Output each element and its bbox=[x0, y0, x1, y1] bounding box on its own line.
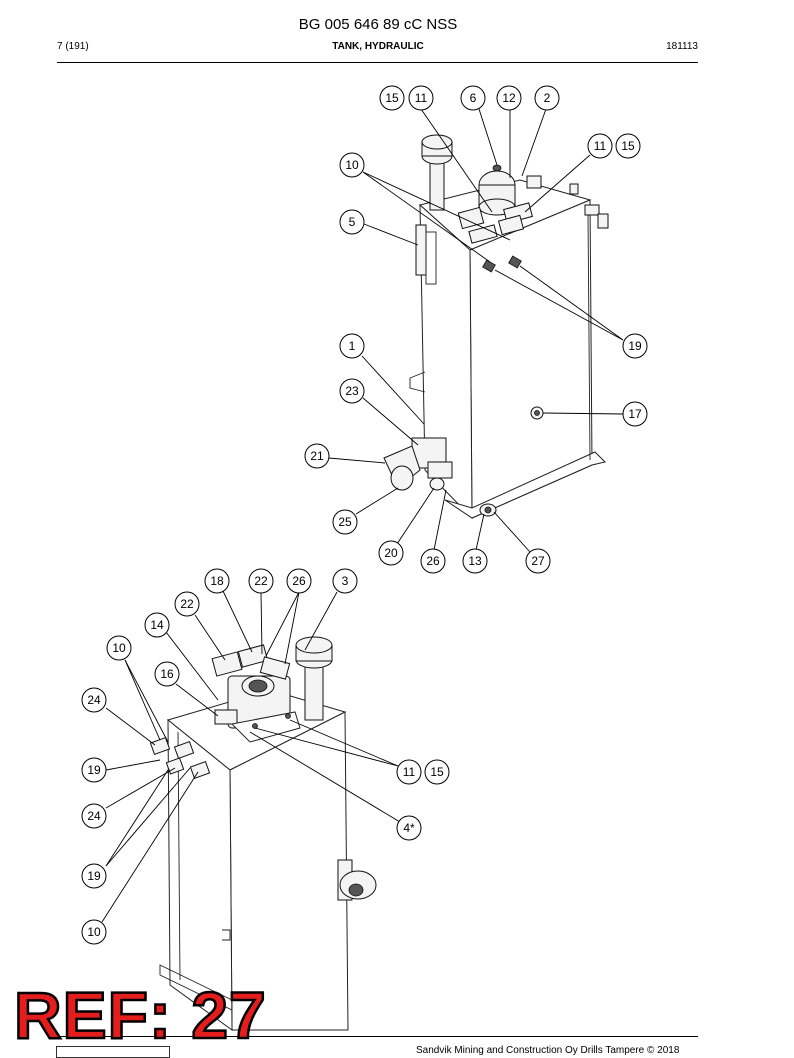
callout-balloon: 15 bbox=[379, 85, 405, 111]
svg-text:22: 22 bbox=[180, 597, 194, 611]
callouts-lower: 18 22 26 3 22 14 10 16 24 19 11 15 24 4*… bbox=[81, 568, 450, 945]
upper-hydraulic-tank bbox=[383, 134, 609, 520]
svg-text:17: 17 bbox=[628, 407, 642, 421]
date-code: 181113 bbox=[666, 41, 698, 52]
svg-text:16: 16 bbox=[160, 667, 174, 681]
svg-text:6: 6 bbox=[470, 91, 477, 105]
callout-balloon: 15 bbox=[424, 759, 450, 785]
page-title: TANK, HYDRAULIC bbox=[332, 41, 424, 52]
svg-text:20: 20 bbox=[384, 546, 398, 560]
callout-balloon: 21 bbox=[304, 443, 330, 469]
callout-balloon: 11 bbox=[396, 759, 422, 785]
callout-balloon: 23 bbox=[339, 378, 365, 404]
callout-balloon: 1 bbox=[339, 333, 365, 359]
svg-text:5: 5 bbox=[349, 215, 356, 229]
svg-text:26: 26 bbox=[426, 554, 440, 568]
svg-text:3: 3 bbox=[342, 574, 349, 588]
callouts-upper: 15 11 6 12 2 11 15 10 5 1 19 23 17 21 25… bbox=[304, 85, 648, 574]
svg-text:24: 24 bbox=[87, 693, 101, 707]
svg-text:24: 24 bbox=[87, 809, 101, 823]
callout-balloon: 15 bbox=[615, 133, 641, 159]
svg-text:25: 25 bbox=[338, 515, 352, 529]
svg-text:15: 15 bbox=[621, 139, 635, 153]
svg-text:19: 19 bbox=[628, 339, 642, 353]
svg-text:13: 13 bbox=[468, 554, 482, 568]
callout-balloon: 26 bbox=[286, 568, 312, 594]
callout-balloon: 3 bbox=[332, 568, 358, 594]
leader-lines bbox=[101, 108, 624, 923]
callout-balloon: 14 bbox=[144, 612, 170, 638]
svg-text:2: 2 bbox=[544, 91, 551, 105]
callout-balloon: 20 bbox=[378, 540, 404, 566]
svg-text:10: 10 bbox=[112, 641, 126, 655]
callout-balloon: 2 bbox=[534, 85, 560, 111]
svg-text:23: 23 bbox=[345, 384, 359, 398]
callout-balloon: 4* bbox=[396, 815, 422, 841]
svg-text:15: 15 bbox=[430, 765, 444, 779]
callout-balloon: 11 bbox=[408, 85, 434, 111]
callout-balloon: 17 bbox=[622, 401, 648, 427]
callout-balloon: 11 bbox=[587, 133, 613, 159]
callout-balloon: 19 bbox=[81, 757, 107, 783]
callout-balloon: 24 bbox=[81, 803, 107, 829]
callout-balloon: 10 bbox=[106, 635, 132, 661]
callout-balloon: 13 bbox=[462, 548, 488, 574]
callout-balloon: 16 bbox=[154, 661, 180, 687]
svg-text:11: 11 bbox=[415, 91, 428, 105]
svg-text:10: 10 bbox=[345, 158, 359, 172]
ref-stamp: REF: 27 bbox=[13, 978, 267, 1052]
document-number: BG 005 646 89 cC NSS bbox=[298, 16, 458, 33]
svg-text:21: 21 bbox=[310, 449, 324, 463]
svg-text:11: 11 bbox=[403, 765, 416, 779]
callout-balloon: 26 bbox=[420, 548, 446, 574]
header-rule bbox=[57, 62, 698, 63]
svg-text:19: 19 bbox=[87, 763, 101, 777]
callout-balloon: 24 bbox=[81, 687, 107, 713]
footer-rule bbox=[57, 1036, 698, 1037]
callout-balloon: 5 bbox=[339, 209, 365, 235]
page-number: 7 (191) bbox=[57, 41, 89, 52]
lower-hydraulic-tank bbox=[149, 636, 377, 1031]
callout-balloon: 6 bbox=[460, 85, 486, 111]
svg-text:12: 12 bbox=[502, 91, 516, 105]
callout-balloon: 10 bbox=[339, 152, 365, 178]
svg-text:22: 22 bbox=[254, 574, 268, 588]
footer-copyright: Sandvik Mining and Construction Oy Drill… bbox=[416, 1045, 680, 1056]
svg-text:1: 1 bbox=[349, 339, 356, 353]
svg-text:26: 26 bbox=[292, 574, 306, 588]
callout-balloon: 22 bbox=[248, 568, 274, 594]
svg-text:15: 15 bbox=[385, 91, 399, 105]
callout-balloon: 22 bbox=[174, 591, 200, 617]
callout-balloon: 19 bbox=[81, 863, 107, 889]
svg-text:10: 10 bbox=[87, 925, 101, 939]
callout-balloon: 27 bbox=[525, 548, 551, 574]
callout-balloon: 19 bbox=[622, 333, 648, 359]
callout-balloon: 12 bbox=[496, 85, 522, 111]
svg-text:11: 11 bbox=[594, 139, 607, 153]
svg-text:27: 27 bbox=[531, 554, 545, 568]
svg-text:14: 14 bbox=[150, 618, 164, 632]
svg-text:19: 19 bbox=[87, 869, 101, 883]
callout-balloon: 18 bbox=[204, 568, 230, 594]
svg-text:4*: 4* bbox=[403, 821, 415, 835]
svg-text:18: 18 bbox=[210, 574, 224, 588]
callout-balloon: 10 bbox=[81, 919, 107, 945]
callout-balloon: 25 bbox=[332, 509, 358, 535]
